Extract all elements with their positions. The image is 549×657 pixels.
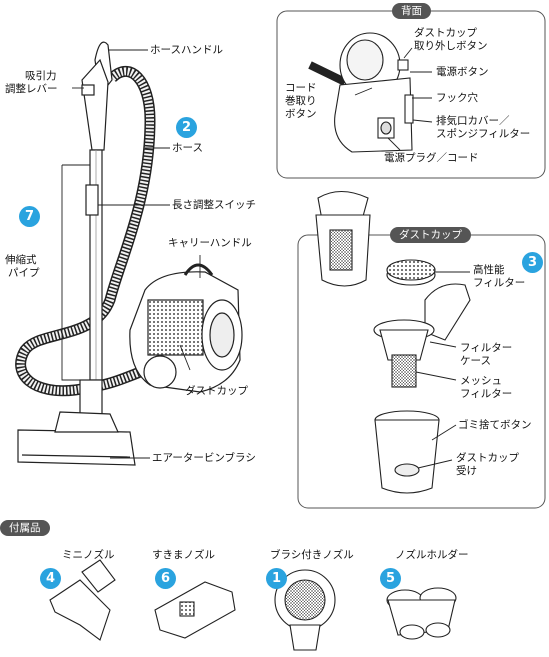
vacuum-illustration bbox=[15, 41, 243, 466]
label-turbine-brush: エアータービンブラシ bbox=[152, 452, 256, 464]
label-hose: ホース bbox=[172, 142, 203, 154]
label-mesh-filter-line2: フィルター bbox=[460, 388, 513, 400]
accessory-label: ミニノズル bbox=[62, 549, 115, 561]
accessory-badge: 5 bbox=[380, 568, 401, 589]
label-exhaust-cover-line2: スポンジフィルター bbox=[436, 128, 531, 140]
brush-shape bbox=[17, 429, 136, 466]
label-carry-handle: キャリーハンドル bbox=[168, 237, 252, 249]
accessory-illustrations bbox=[49, 559, 457, 651]
accessory-label: すきまノズル bbox=[152, 549, 215, 561]
label-exhaust-cover-line1: 排気口カバー／ bbox=[436, 115, 510, 127]
label-cord-rewind-line1: コード bbox=[285, 82, 317, 94]
label-suction-lever-line1: 吸引力 bbox=[25, 70, 57, 82]
back-leader-lines bbox=[354, 47, 433, 151]
accessory-label: ブラシ付きノズル bbox=[270, 549, 354, 561]
label-dust-cup: ダストカップ bbox=[185, 385, 248, 397]
label-dust-cup-release-line1: ダストカップ bbox=[414, 27, 477, 39]
label-filter-case-line2: ケース bbox=[460, 355, 491, 367]
label-power-button: 電源ボタン bbox=[436, 66, 489, 78]
main-leader-lines bbox=[61, 49, 201, 459]
callout-badge-pipe: 7 bbox=[19, 206, 40, 227]
label-mesh-filter-line1: メッシュ bbox=[460, 375, 502, 387]
label-telescopic-pipe-line1: 伸縮式 bbox=[5, 254, 37, 266]
accessory-badge: 6 bbox=[155, 568, 176, 589]
back-view-illustration bbox=[308, 32, 414, 153]
accessory-label: ノズルホルダー bbox=[395, 549, 469, 561]
dust-cup-illustrations bbox=[315, 190, 471, 494]
label-hepa-filter-line1: 高性能 bbox=[473, 264, 505, 276]
callout-badge-filter: 3 bbox=[522, 252, 543, 273]
label-power-plug: 電源プラグ／コード bbox=[384, 152, 479, 164]
accessory-badge: 4 bbox=[40, 568, 61, 589]
label-hose-handle: ホースハンドル bbox=[150, 44, 223, 56]
dust-cup-panel-title: ダストカップ bbox=[390, 227, 471, 243]
label-dump-button: ゴミ捨てボタン bbox=[458, 419, 532, 431]
label-suction-lever-line2: 調整レバー bbox=[5, 83, 58, 95]
accessories-title: 付属品 bbox=[0, 520, 50, 536]
label-dust-cup-release-line2: 取り外しボタン bbox=[414, 40, 488, 52]
label-length-switch: 長さ調整スイッチ bbox=[172, 199, 256, 211]
label-cord-rewind-line3: ボタン bbox=[285, 108, 317, 120]
label-cup-receiver-line2: 受け bbox=[456, 465, 477, 477]
accessory-badge: 1 bbox=[266, 568, 287, 589]
label-cup-receiver-line1: ダストカップ bbox=[456, 452, 519, 464]
callout-badge-hose: 2 bbox=[176, 117, 197, 138]
label-cord-rewind-line2: 巻取り bbox=[285, 95, 317, 107]
back-panel-title: 背面 bbox=[392, 3, 431, 19]
label-telescopic-pipe-line2: パイプ bbox=[8, 267, 40, 279]
label-hook-hole: フック穴 bbox=[436, 92, 478, 104]
dust-leader-lines bbox=[415, 271, 470, 469]
label-hepa-filter-line2: フィルター bbox=[473, 277, 526, 289]
vacuum-body-shape bbox=[129, 263, 243, 393]
label-filter-case-line1: フィルター bbox=[460, 342, 513, 354]
